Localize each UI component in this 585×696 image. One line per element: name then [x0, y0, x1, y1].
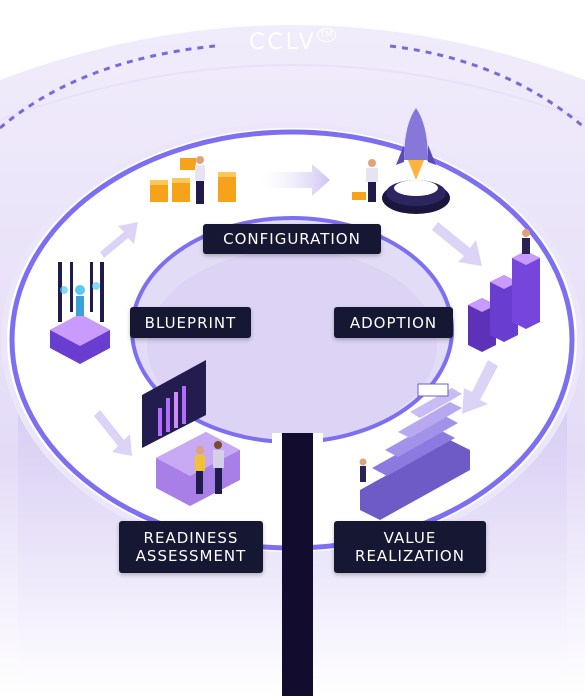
arrow-right-upper [432, 222, 482, 266]
value-stairs-illustration [359, 383, 470, 520]
blueprint-illustration [50, 262, 110, 364]
growth-bars-illustration [468, 229, 540, 352]
central-pillar [282, 433, 313, 696]
stage-adoption-label: ADOPTION [334, 307, 453, 338]
arrow-right-lower [462, 360, 498, 414]
configuration-illustration [150, 156, 236, 204]
dashed-arc-right [389, 44, 585, 130]
trademark-mark: TM [316, 27, 336, 42]
stage-blueprint-label: BLUEPRINT [130, 307, 251, 338]
dashed-arc-left [0, 44, 216, 130]
stage-readiness-assessment-label: READINESS ASSESSMENT [119, 521, 263, 573]
brand-name: CCLV [249, 30, 317, 55]
arrow-top [258, 164, 330, 196]
stage-configuration-label: CONFIGURATION [203, 224, 381, 254]
arrow-left-lower [94, 410, 132, 456]
adoption-rocket-illustration [352, 108, 450, 214]
arrow-left-upper [100, 222, 138, 258]
stage-value-realization-label: VALUE REALIZATION [334, 521, 486, 573]
readiness-illustration [142, 360, 240, 506]
